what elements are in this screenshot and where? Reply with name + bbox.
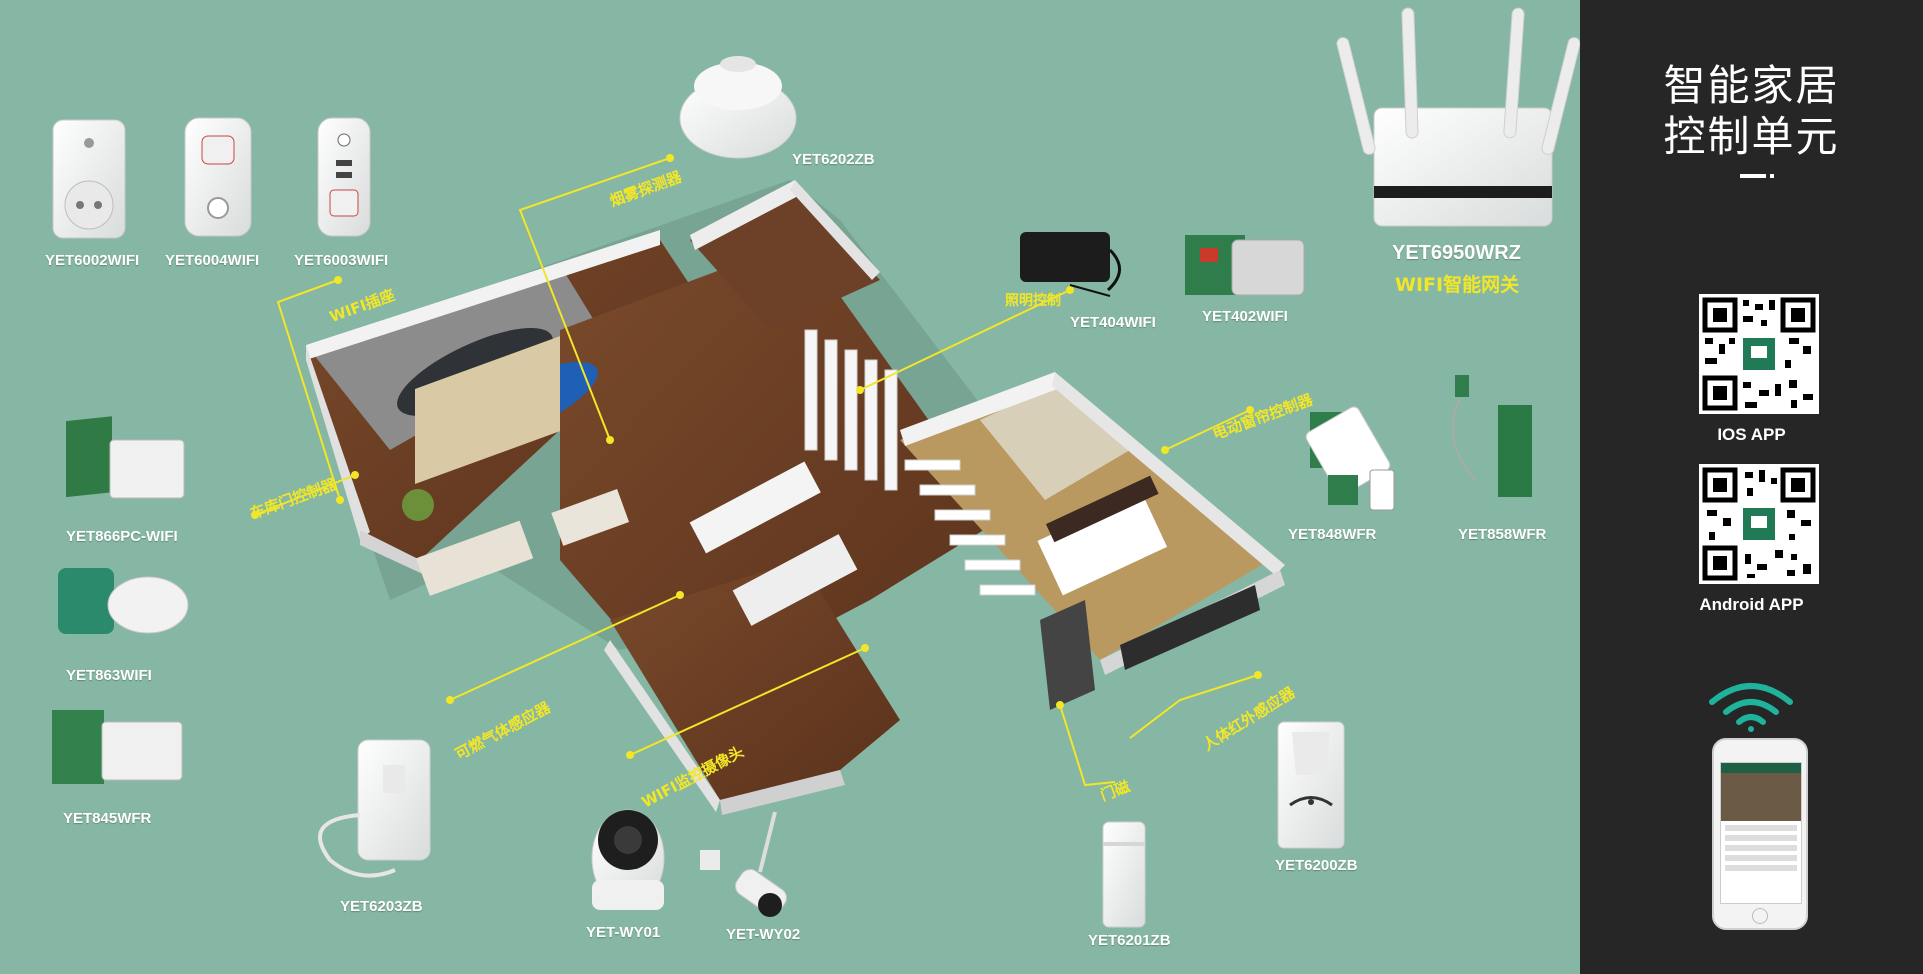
product-label-404: YET404WIFI <box>1070 314 1156 331</box>
phone-list-row <box>1725 825 1797 831</box>
product-label-6203: YET6203ZB <box>340 898 423 915</box>
product-label-858: YET858WFR <box>1458 526 1547 543</box>
smoke-detector-device <box>679 56 797 159</box>
callout-lines <box>254 157 1259 787</box>
android-app-label: Android APP <box>1699 595 1804 614</box>
phone-list-row <box>1725 865 1797 871</box>
product-label-863: YET863WIFI <box>66 667 152 684</box>
panel-title-line2: 控制单元 <box>1663 112 1840 161</box>
product-label-6950: YET6950WRZ <box>1392 242 1521 264</box>
ios-qr-code[interactable] <box>1699 294 1819 414</box>
curtain-848-device <box>1305 406 1395 511</box>
board-845-device <box>52 710 183 784</box>
socket-6002-device <box>52 119 126 239</box>
product-label-6004: YET6004WIFI <box>165 252 260 269</box>
relay-402-device <box>1185 235 1305 296</box>
camera-wy02-device <box>700 811 787 917</box>
house-floorplan <box>305 180 1285 815</box>
socket-6004-device <box>184 117 252 237</box>
phone-list-row <box>1725 855 1797 861</box>
camera-wy01-device <box>591 809 665 910</box>
gas-detector-device <box>318 739 431 878</box>
router-device <box>1336 7 1581 227</box>
pir-sensor-device <box>1277 721 1345 849</box>
product-label-845: YET845WFR <box>63 810 152 827</box>
android-qr-code[interactable] <box>1699 464 1819 584</box>
socket-6003-device <box>317 117 371 237</box>
phone-device <box>1712 738 1808 930</box>
board-863-device <box>58 568 189 634</box>
board-858-device <box>1451 375 1532 497</box>
lighting-controller-device <box>1020 232 1121 297</box>
product-label-866: YET866PC-WIFI <box>66 528 178 545</box>
ios-app-label: IOS APP <box>1717 425 1786 444</box>
board-866-device <box>66 416 185 499</box>
product-label-6200: YET6200ZB <box>1275 857 1358 874</box>
title-divider-dot <box>1770 174 1774 178</box>
phone-app-photo <box>1721 773 1801 821</box>
app-panel: 智能家居 控制单元 IOS APP <box>1580 0 1923 974</box>
callout-lighting: 照明控制 <box>1005 293 1061 309</box>
door-sensor-device <box>1102 821 1146 928</box>
product-label-wy01: YET-WY01 <box>586 924 661 941</box>
phone-app-header <box>1721 763 1801 773</box>
product-label-6003: YET6003WIFI <box>294 252 389 269</box>
phone-list-row <box>1725 845 1797 851</box>
product-label-6201: YET6201ZB <box>1088 932 1171 949</box>
product-label-6202: YET6202ZB <box>792 151 875 168</box>
product-label-wy02: YET-WY02 <box>726 926 801 943</box>
product-label-6002: YET6002WIFI <box>45 252 140 269</box>
product-label-402: YET402WIFI <box>1202 308 1288 325</box>
product-label-848: YET848WFR <box>1288 526 1377 543</box>
wifi-icon <box>1709 683 1793 732</box>
panel-title-line1: 智能家居 <box>1663 61 1840 110</box>
phone-screen <box>1720 762 1802 904</box>
phone-list-row <box>1725 835 1797 841</box>
phone-home-button <box>1752 908 1768 924</box>
gateway-label: WIFI智能网关 <box>1395 274 1520 296</box>
callout-dots <box>251 154 1262 759</box>
title-divider <box>1740 174 1766 178</box>
